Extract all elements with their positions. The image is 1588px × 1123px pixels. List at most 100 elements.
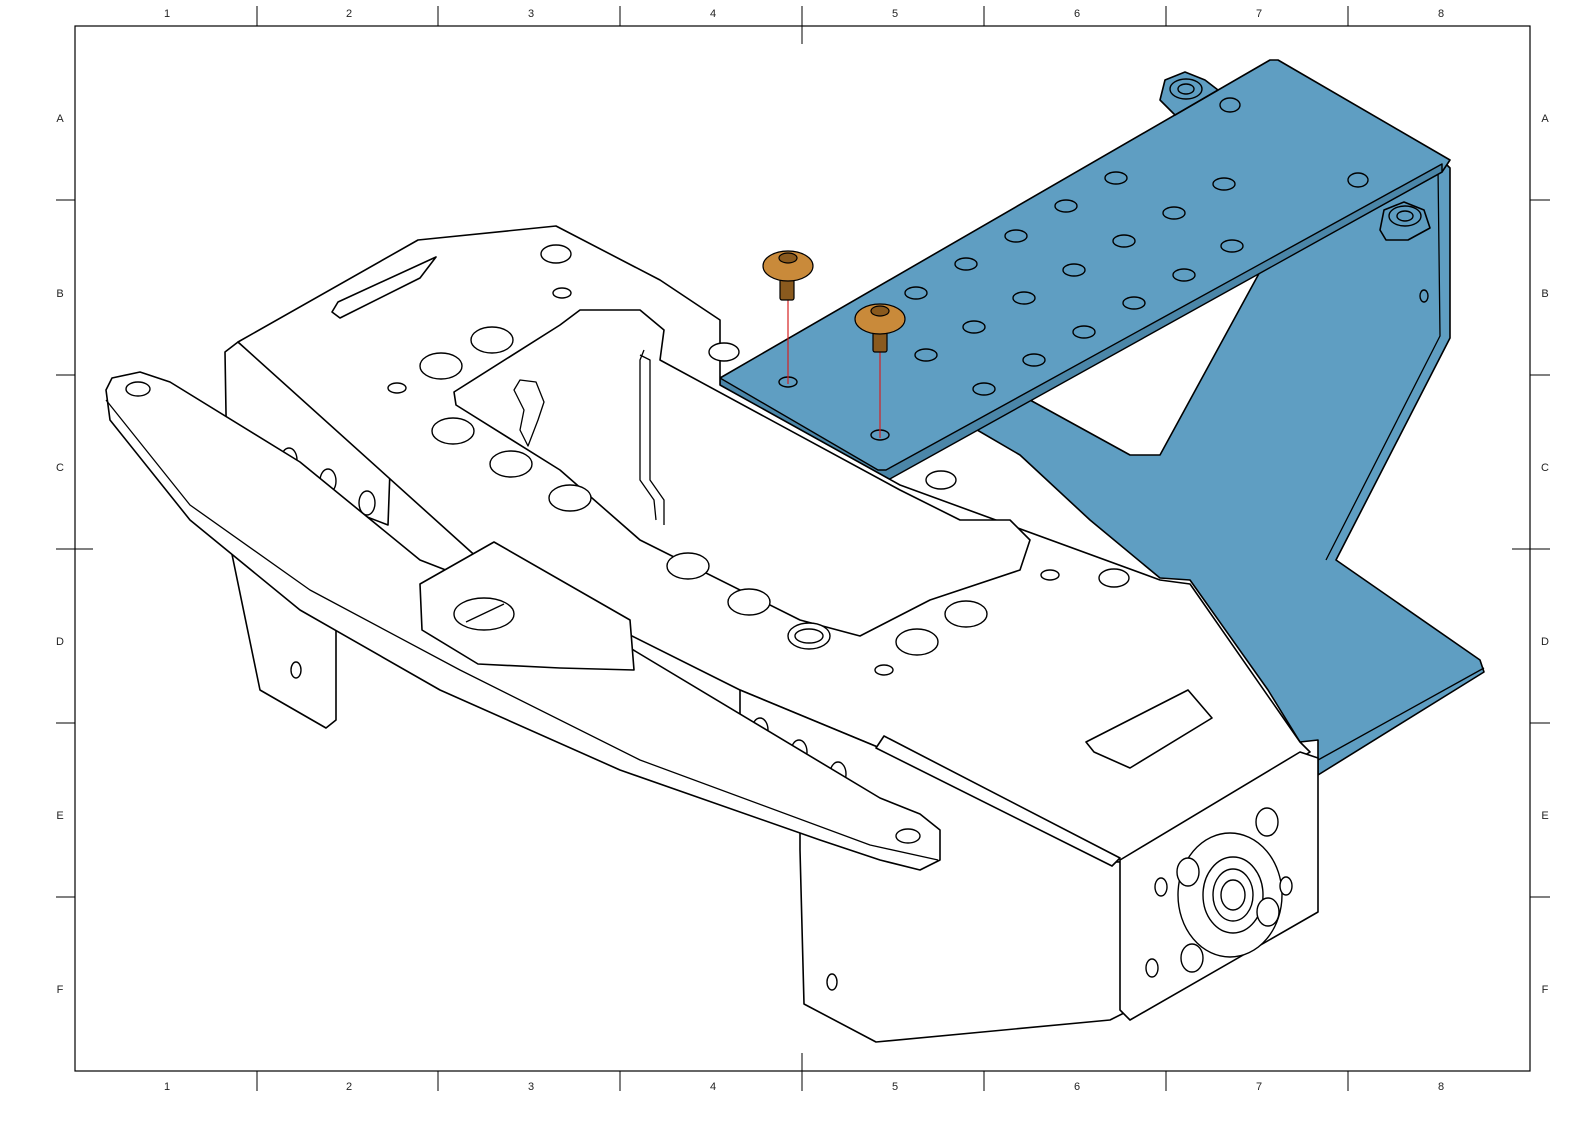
lever-arm-top-edge [105, 399, 939, 861]
row-label: B [1541, 288, 1548, 300]
deck-hole [387, 382, 407, 394]
deck-hole [1098, 568, 1130, 588]
column-label: 1 [164, 8, 170, 20]
bracket-hole [1054, 199, 1078, 213]
deck-hole [666, 552, 710, 580]
row-label: C [56, 462, 64, 474]
bracket-hole [972, 382, 996, 396]
bracket-boss-inner [1177, 83, 1195, 95]
bracket-hole [1219, 97, 1241, 113]
row-label: D [1541, 636, 1549, 648]
side-plate-hole [290, 661, 302, 679]
row-label: F [57, 984, 64, 996]
lever-clamp-block [419, 541, 635, 671]
row-label: B [56, 288, 63, 300]
column-label: 3 [528, 8, 534, 20]
bracket-hole [1072, 325, 1096, 339]
bracket-hole [1220, 239, 1244, 253]
column-label: 2 [346, 8, 352, 20]
screw-hex-socket [870, 305, 890, 317]
deck-hole [552, 287, 572, 299]
side-plate-hole [358, 490, 376, 516]
button-head-screw-icon [762, 250, 814, 282]
frame-slot [331, 256, 437, 319]
column-labels-bottom: 1 2 3 4 5 6 7 8 [164, 1081, 1444, 1093]
deck-hole [489, 450, 533, 478]
column-label: 7 [1256, 1081, 1262, 1093]
column-label: 6 [1074, 1081, 1080, 1093]
row-label: F [1542, 984, 1549, 996]
column-label: 2 [346, 1081, 352, 1093]
screw-assembly-right [854, 303, 906, 438]
lever-end-hole [895, 828, 921, 844]
row-label: A [1541, 113, 1549, 125]
row-label: D [56, 636, 64, 648]
button-head-screw-icon [854, 303, 906, 335]
motor-mount-screw [1176, 857, 1200, 887]
deck-slot-screw [794, 628, 824, 644]
deck-hole [925, 470, 957, 490]
row-labels-right: A B C D E F [1541, 113, 1549, 996]
bracket-hole [1122, 296, 1146, 310]
deck-hole [895, 628, 939, 656]
deck-hole [548, 484, 592, 512]
bracket-hole-grid [778, 97, 1429, 441]
lever-pivot-hole [125, 381, 151, 397]
column-label: 4 [710, 1081, 716, 1093]
column-label: 5 [892, 8, 898, 20]
screw-assembly-left [762, 250, 814, 384]
screw-hex-socket [778, 252, 798, 264]
motor-mount-screw [1255, 807, 1279, 837]
front-plate-hole [826, 973, 838, 991]
bracket-hole [1104, 171, 1128, 185]
deck-hole [944, 600, 988, 628]
deck-hole [419, 352, 463, 380]
drawing-frame [56, 6, 1550, 1091]
bracket-hole [1172, 268, 1196, 282]
column-label: 1 [164, 1081, 170, 1093]
blue-mounting-bracket-icon [719, 59, 1485, 776]
motor-mount-screw [1180, 943, 1204, 973]
bracket-hole [1162, 206, 1186, 220]
row-label: A [56, 113, 64, 125]
bearing-core [1220, 879, 1246, 911]
column-label: 3 [528, 1081, 534, 1093]
bracket-hole [914, 348, 938, 362]
deck-hole [470, 326, 514, 354]
bracket-hole [1022, 353, 1046, 367]
cutout-inner-edge [639, 349, 665, 525]
column-label: 6 [1074, 8, 1080, 20]
bracket-hole [962, 320, 986, 334]
deck-hole [1040, 569, 1060, 581]
bracket-hole [1112, 234, 1136, 248]
motor-mount-hole [1154, 877, 1168, 897]
bracket-hole [1347, 172, 1369, 188]
deck-hole [874, 664, 894, 676]
motor-mount-screw [1256, 897, 1280, 927]
motor-mount-hole [1145, 958, 1159, 978]
column-label: 5 [892, 1081, 898, 1093]
deck-hole [540, 244, 572, 264]
deck-hole [431, 417, 475, 445]
bracket-hole [1212, 177, 1236, 191]
vertical-bracket-tab [513, 379, 545, 447]
column-label: 4 [710, 8, 716, 20]
bracket-boss-inner [1396, 210, 1414, 222]
row-label: E [56, 810, 63, 822]
bracket-flange-inner-edge [1317, 167, 1485, 761]
deck-hole [727, 588, 771, 616]
row-label: E [1541, 810, 1548, 822]
deck-hole [708, 342, 740, 362]
clamp-screw-slot [465, 603, 505, 623]
bracket-hole [1012, 291, 1036, 305]
column-label: 7 [1256, 8, 1262, 20]
row-labels-left: A B C D E F [56, 113, 64, 996]
frame-side-rail [875, 735, 1121, 867]
column-labels-top: 1 2 3 4 5 6 7 8 [164, 8, 1444, 20]
column-label: 8 [1438, 8, 1444, 20]
column-label: 8 [1438, 1081, 1444, 1093]
bracket-hole [1419, 289, 1429, 303]
bracket-hole [904, 286, 928, 300]
frame-slot-right [1085, 689, 1213, 769]
